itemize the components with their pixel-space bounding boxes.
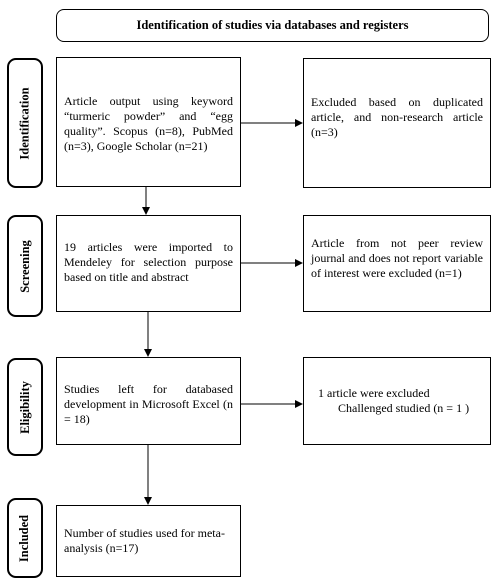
included-records-box: Number of studies used for meta-analysis… (56, 505, 241, 577)
phase-included: Included (7, 498, 43, 578)
phase-identification: Identification (7, 58, 43, 188)
phase-eligibility: Eligibility (7, 358, 43, 456)
diagram-title-text: Identification of studies via databases … (136, 18, 409, 32)
eligibility-records-box: Studies left for databased development i… (56, 357, 241, 445)
screening-excluded-text: Article from not peer review journal and… (311, 236, 483, 280)
phase-screening: Screening (7, 215, 43, 317)
screening-excluded-box: Article from not peer review journal and… (303, 215, 491, 312)
included-records-text: Number of studies used for meta-analysis… (64, 526, 225, 555)
eligibility-excluded-line2: Challenged studied (n = 1 ) (338, 401, 470, 415)
screening-records-box: 19 articles were imported to Mendeley fo… (56, 215, 241, 312)
screening-records-text: 19 articles were imported to Mendeley fo… (64, 240, 233, 284)
diagram-title: Identification of studies via databases … (56, 9, 489, 42)
eligibility-excluded-box: 1 article were excluded Challenged studi… (303, 357, 491, 445)
identification-records-text: Article output using keyword “turmeric p… (64, 94, 233, 153)
identification-excluded-box: Excluded based on duplicated article, an… (303, 58, 491, 188)
identification-excluded-text: Excluded based on duplicated article, an… (311, 95, 483, 139)
eligibility-records-text: Studies left for databased development i… (64, 382, 233, 426)
identification-records-box: Article output using keyword “turmeric p… (56, 57, 241, 187)
eligibility-excluded-line1: 1 article were excluded (318, 386, 430, 400)
